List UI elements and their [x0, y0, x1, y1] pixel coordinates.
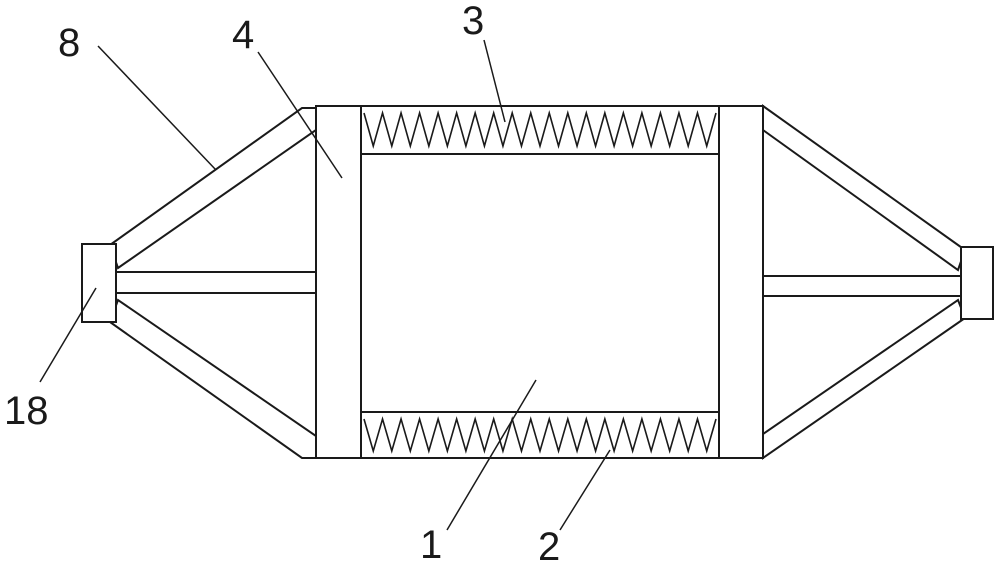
- right-lower-strut: [762, 298, 967, 460]
- left-connector-block: [81, 243, 117, 323]
- leader-2: [559, 449, 611, 531]
- right-upper-strut: [762, 104, 967, 272]
- top-spring-assembly: [360, 105, 720, 155]
- main-body: [360, 149, 720, 417]
- label-4: 4: [232, 13, 254, 57]
- bottom-spring: [363, 416, 717, 454]
- leader-8: [97, 45, 217, 171]
- left-lower-strut: [108, 298, 317, 459]
- label-1: 1: [420, 523, 442, 567]
- bottom-spring-assembly: [360, 411, 720, 459]
- right-horizontal-strut: [762, 275, 962, 297]
- leader-1: [446, 379, 537, 531]
- leader-4: [257, 51, 343, 179]
- left-end-plate: [315, 105, 362, 459]
- top-spring: [363, 110, 717, 149]
- right-end-plate: [718, 105, 764, 459]
- leader-lines: [39, 39, 611, 531]
- right-truss: [762, 104, 967, 460]
- label-3: 3: [462, 0, 484, 43]
- label-2: 2: [538, 525, 560, 568]
- left-horizontal-strut: [112, 271, 317, 294]
- left-upper-strut: [108, 107, 317, 270]
- left-truss: [108, 107, 317, 459]
- label-18: 18: [4, 389, 49, 433]
- leader-3: [483, 39, 506, 123]
- label-8: 8: [58, 21, 80, 65]
- leader-18: [39, 287, 97, 383]
- right-connector-block: [960, 246, 994, 320]
